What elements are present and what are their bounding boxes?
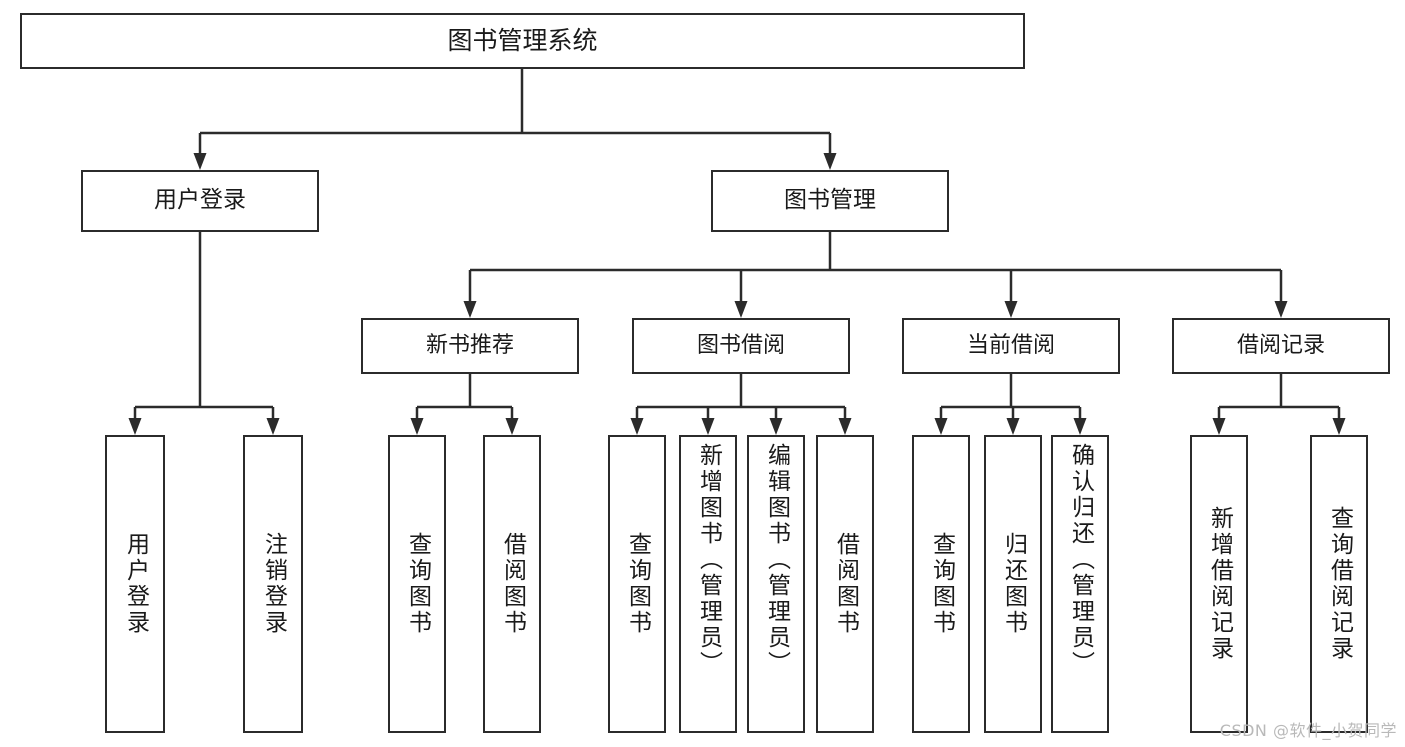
node-user-login[interactable]: 用户登录	[81, 170, 319, 232]
node-leaf-user-login[interactable]: 用户登录	[105, 435, 165, 733]
node-leaf-query-record[interactable]: 查询借阅记录	[1310, 435, 1368, 733]
arrowhead-arrow-to-leaf-1	[128, 418, 142, 435]
node-label-leaf-confirm-return: 确认归还（管理员）	[1067, 443, 1094, 677]
node-leaf-borrow-book-1[interactable]: 借阅图书	[483, 435, 541, 733]
arrowhead-arrow-to-leaf-12	[1212, 418, 1226, 435]
arrowhead-arrow-to-user-login	[193, 153, 207, 170]
arrowhead-arrow-to-leaf-10	[1006, 418, 1020, 435]
arrowhead-arrow-to-leaf-5	[630, 418, 644, 435]
node-label-leaf-user-login: 用户登录	[122, 532, 149, 636]
node-label-leaf-edit-book: 编辑图书（管理员）	[763, 443, 790, 677]
node-leaf-add-book[interactable]: 新增图书（管理员）	[679, 435, 737, 733]
node-leaf-query-book-1[interactable]: 查询图书	[388, 435, 446, 733]
arrowhead-arrow-to-borrow-record	[1274, 301, 1288, 318]
node-label-leaf-borrow-book-1: 借阅图书	[499, 532, 526, 636]
node-label-leaf-return-book: 归还图书	[1000, 532, 1027, 636]
node-label-leaf-logout: 注销登录	[260, 532, 287, 636]
node-label-new-book-rec: 新书推荐	[425, 333, 514, 359]
node-leaf-edit-book[interactable]: 编辑图书（管理员）	[747, 435, 805, 733]
node-leaf-query-book-2[interactable]: 查询图书	[608, 435, 666, 733]
arrowhead-arrow-to-leaf-6	[701, 418, 715, 435]
node-leaf-borrow-book-2[interactable]: 借阅图书	[816, 435, 874, 733]
arrowhead-arrow-to-new-book-rec	[463, 301, 477, 318]
node-new-book-rec[interactable]: 新书推荐	[361, 318, 579, 374]
node-leaf-add-record[interactable]: 新增借阅记录	[1190, 435, 1248, 733]
node-label-leaf-query-book-2: 查询图书	[624, 532, 651, 636]
arrowhead-arrow-to-book-manage	[823, 153, 837, 170]
node-borrow-record[interactable]: 借阅记录	[1172, 318, 1390, 374]
node-label-leaf-query-book-1: 查询图书	[404, 532, 431, 636]
node-label-borrow-record: 借阅记录	[1236, 333, 1325, 359]
node-label-leaf-add-book: 新增图书（管理员）	[695, 443, 722, 677]
node-book-manage[interactable]: 图书管理	[711, 170, 949, 232]
node-label-user-login: 用户登录	[154, 187, 246, 214]
arrowhead-arrow-to-leaf-3	[410, 418, 424, 435]
node-label-leaf-query-record: 查询借阅记录	[1326, 506, 1353, 662]
arrowhead-arrow-to-leaf-2	[266, 418, 280, 435]
node-label-book-borrow: 图书借阅	[696, 333, 785, 359]
node-leaf-confirm-return[interactable]: 确认归还（管理员）	[1051, 435, 1109, 733]
node-leaf-query-book-3[interactable]: 查询图书	[912, 435, 970, 733]
node-current-borrow[interactable]: 当前借阅	[902, 318, 1120, 374]
node-label-root: 图书管理系统	[447, 26, 598, 56]
node-root[interactable]: 图书管理系统	[20, 13, 1025, 69]
watermark: CSDN @软件_小贺同学	[1219, 721, 1397, 740]
arrowhead-arrow-to-leaf-8	[838, 418, 852, 435]
node-label-current-borrow: 当前借阅	[966, 333, 1055, 359]
arrowhead-arrow-to-leaf-11	[1073, 418, 1087, 435]
arrowhead-arrow-to-current-borrow	[1004, 301, 1018, 318]
arrowhead-arrow-to-leaf-9	[934, 418, 948, 435]
arrowhead-arrow-to-book-borrow	[734, 301, 748, 318]
node-label-leaf-query-book-3: 查询图书	[928, 532, 955, 636]
arrowhead-arrow-to-leaf-7	[769, 418, 783, 435]
arrowhead-arrow-to-leaf-4	[505, 418, 519, 435]
node-label-leaf-add-record: 新增借阅记录	[1206, 506, 1233, 662]
node-label-leaf-borrow-book-2: 借阅图书	[832, 532, 859, 636]
node-leaf-logout[interactable]: 注销登录	[243, 435, 303, 733]
arrowhead-arrow-to-leaf-13	[1332, 418, 1346, 435]
node-label-book-manage: 图书管理	[784, 187, 876, 214]
node-book-borrow[interactable]: 图书借阅	[632, 318, 850, 374]
node-leaf-return-book[interactable]: 归还图书	[984, 435, 1042, 733]
